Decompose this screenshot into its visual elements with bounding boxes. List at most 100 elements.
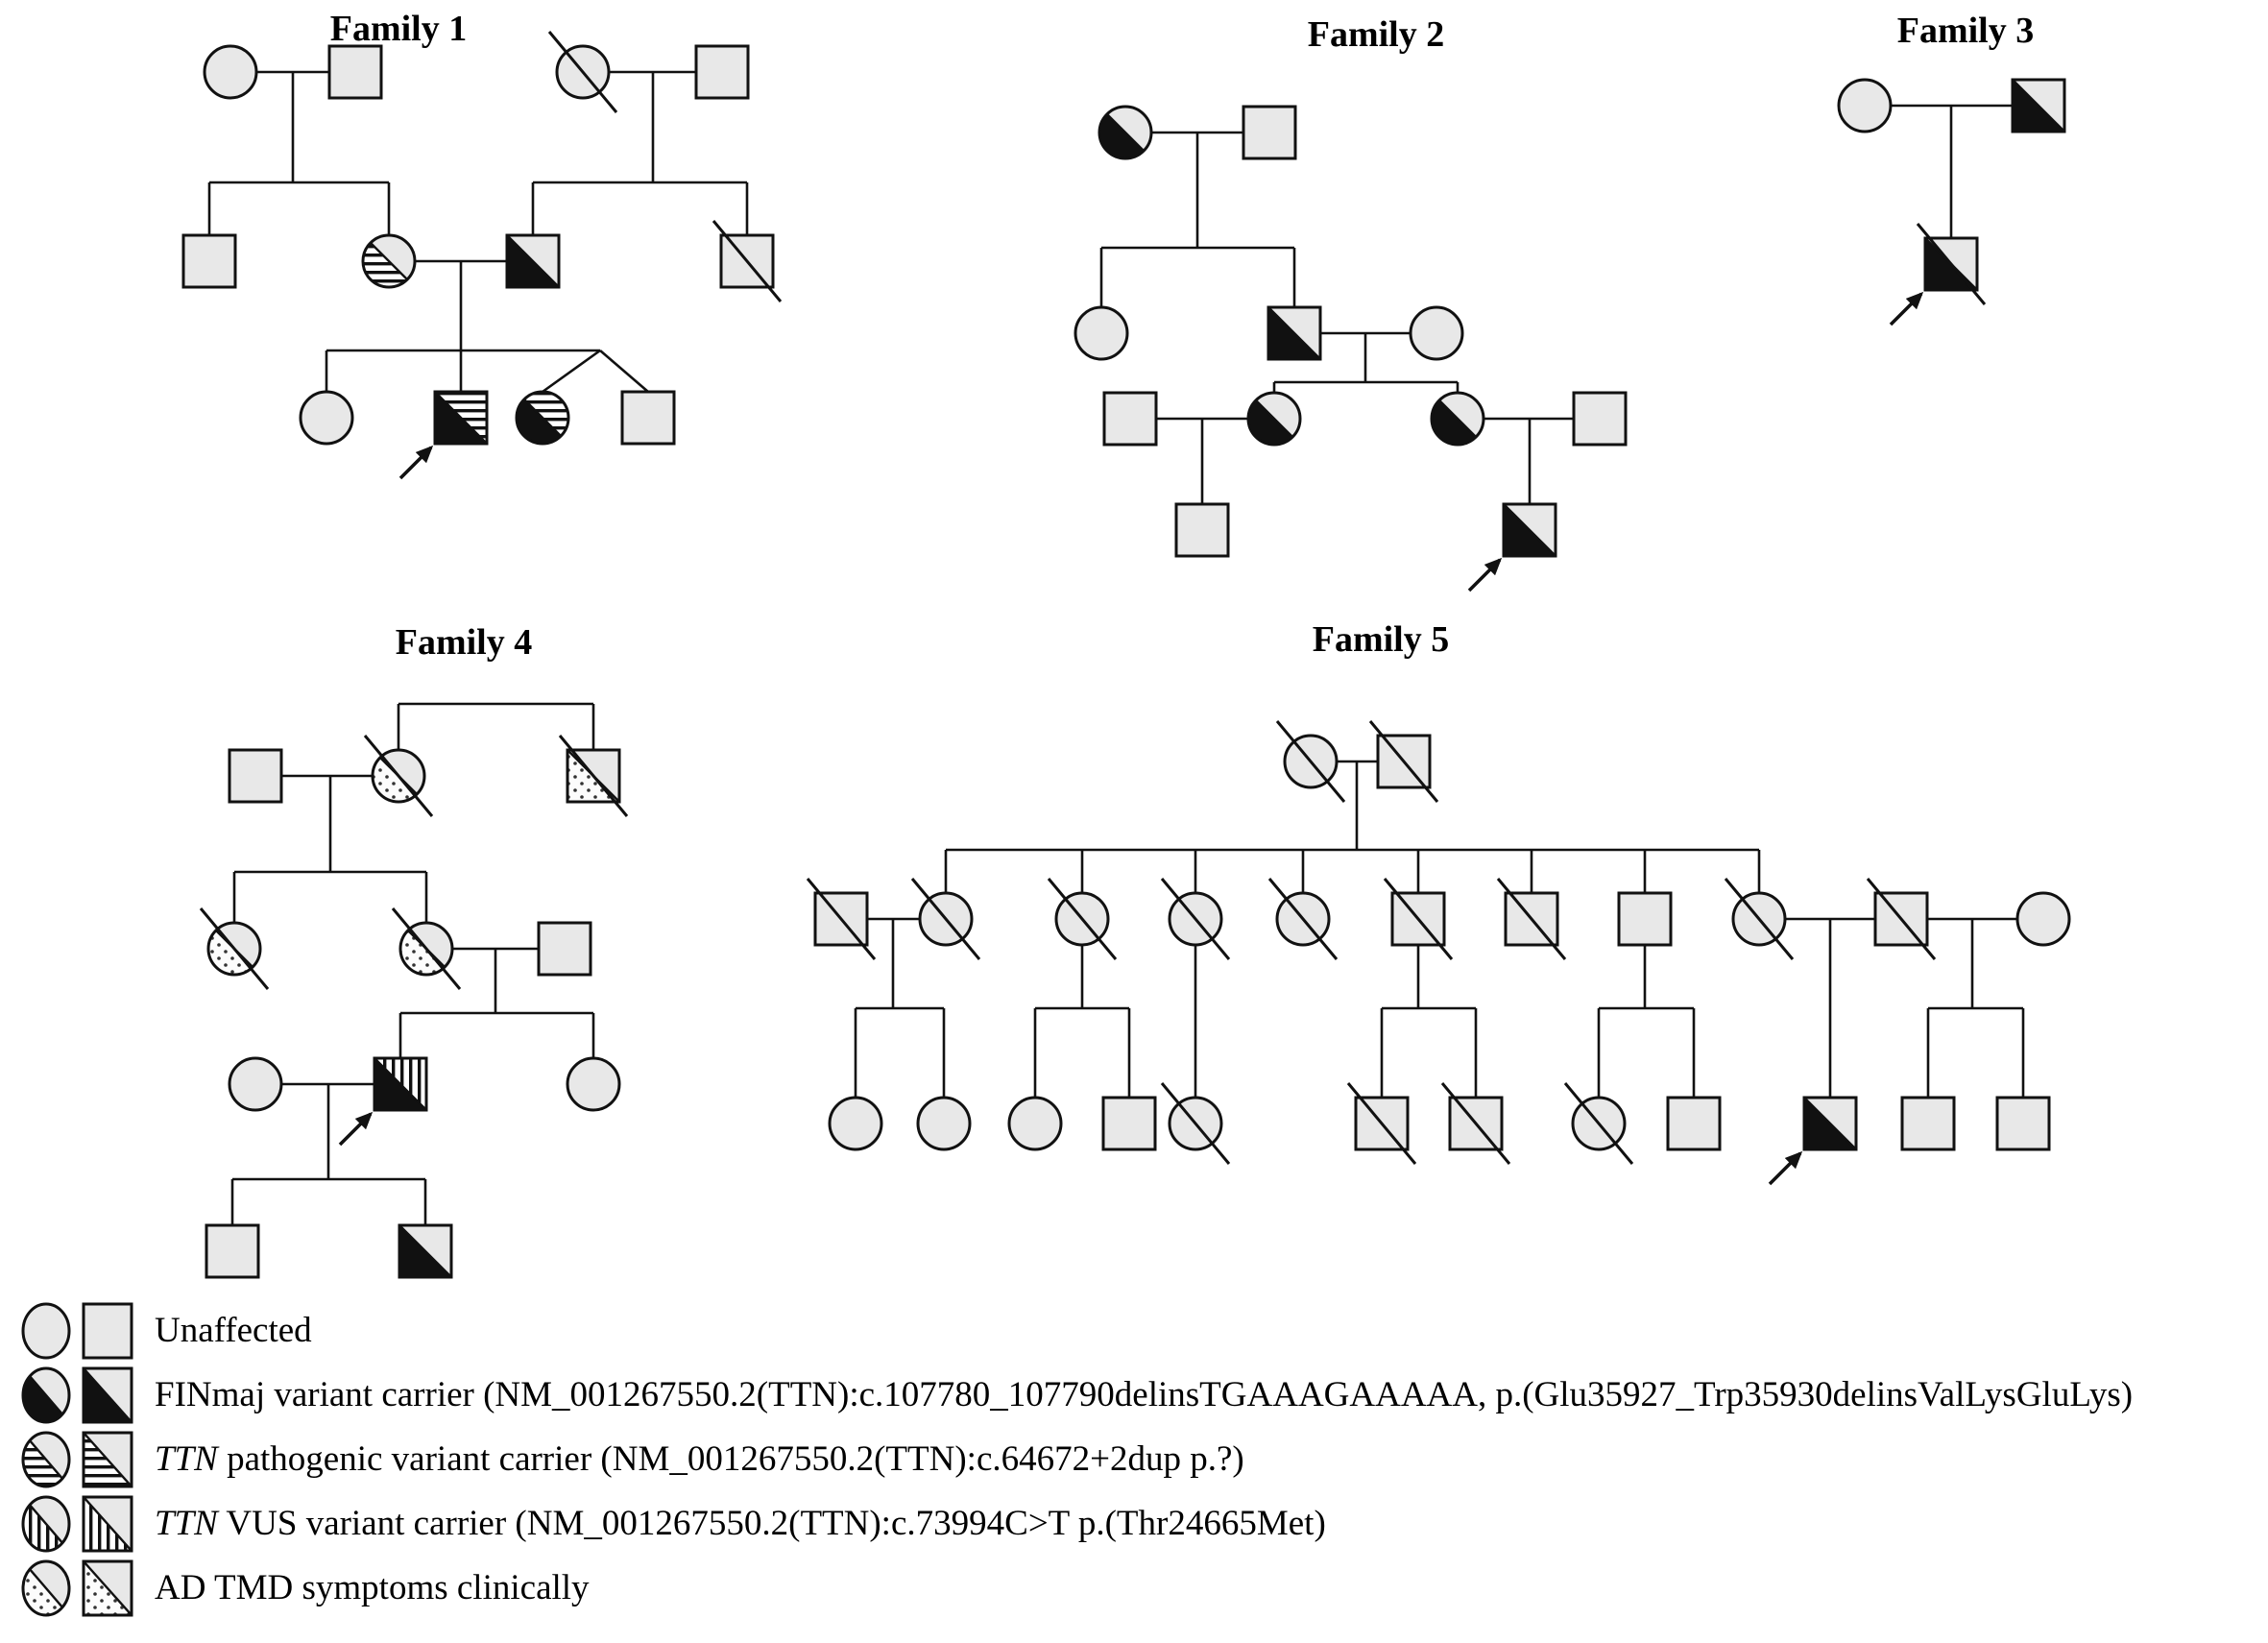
person-F5-II-8 (1617, 891, 1673, 947)
person-F4-III-3 (566, 1056, 621, 1112)
person-F2-I-2 (1242, 105, 1297, 160)
ttn-vus-symbols-icon (21, 1495, 133, 1552)
person-F5-II-5 (1267, 878, 1339, 960)
legend-label-unaffected: Unaffected (155, 1310, 312, 1351)
person-legend-M-finmaj (82, 1366, 133, 1423)
proband-arrow (338, 1111, 374, 1147)
unaffected-symbols-icon (21, 1302, 133, 1359)
status-divider-line (507, 235, 559, 287)
person-F5-II-1 (806, 878, 877, 960)
deceased-slash (1383, 878, 1454, 960)
deceased-slash (1496, 878, 1567, 960)
person-F2-III-1 (1102, 391, 1158, 447)
legend-label-finmaj-carrier: FINmaj variant carrier (NM_001267550.2(T… (155, 1374, 2133, 1415)
status-divider-line (84, 1560, 132, 1615)
person-F4-II-1 (199, 907, 270, 990)
person-F2-II-3 (1409, 305, 1464, 361)
deceased-slash (391, 907, 462, 990)
proband-arrow (1768, 1150, 1803, 1186)
person-F4-I-2 (363, 735, 434, 817)
deceased-slash (547, 31, 618, 113)
family-1-title: Family 1 (329, 9, 468, 49)
person-F5-III-1 (828, 1096, 883, 1151)
family-2-lines (1099, 131, 1600, 504)
deceased-slash (1724, 878, 1795, 960)
deceased-slash (1267, 878, 1339, 960)
person-F5-II-4 (1160, 878, 1231, 960)
finmaj-carrier-symbols-icon (21, 1366, 133, 1423)
person-F5-II-2 (910, 878, 981, 960)
person-F2-II-1 (1074, 305, 1129, 361)
deceased-slash (1368, 720, 1439, 803)
person-F5-III-2 (916, 1096, 972, 1151)
person-F5-II-7 (1496, 878, 1567, 960)
person-F4-III-2 (338, 1056, 428, 1147)
deceased-slash (1160, 1082, 1231, 1165)
person-F5-III-8 (1563, 1082, 1634, 1165)
family-1-lines (207, 70, 749, 394)
person-legend-M-ad-tmd (82, 1559, 133, 1616)
person-F5-III-12 (1995, 1096, 2051, 1151)
status-divider-line (399, 1225, 451, 1277)
person-F5-II-3 (1047, 878, 1118, 960)
status-divider-line (517, 392, 568, 444)
person-F5-III-10 (1768, 1096, 1858, 1186)
person-legend-F-finmaj (21, 1366, 71, 1423)
person-F1-I-2 (327, 44, 383, 100)
status-divider-line (374, 1058, 426, 1110)
status-divider-line (2013, 80, 2064, 132)
persons-layer (181, 31, 2071, 1279)
person-F2-IV-1 (1174, 502, 1230, 558)
person-F4-III-1 (228, 1056, 283, 1112)
person-F3-I-1 (1837, 78, 1893, 133)
person-F5-III-9 (1666, 1096, 1722, 1151)
person-F2-II-2 (1267, 305, 1322, 361)
deceased-slash (1160, 878, 1231, 960)
person-F2-I-1 (1098, 105, 1153, 160)
person-F1-II-1 (181, 233, 237, 289)
status-divider-line (84, 1367, 132, 1422)
deceased-slash (712, 220, 783, 302)
legend-label-ttn-vus-carrier: TTN VUS variant carrier (NM_001267550.2(… (155, 1503, 1326, 1544)
status-divider-line (1099, 107, 1151, 158)
person-F5-I-1 (1275, 720, 1346, 803)
person-legend-F-ttn-pathogenic (21, 1431, 71, 1487)
person-F5-III-6 (1346, 1082, 1417, 1165)
person-F1-II-2 (361, 233, 417, 289)
family-2-title: Family 2 (1307, 14, 1445, 55)
person-F4-IV-1 (205, 1223, 260, 1279)
legend-label-text: Unaffected (155, 1311, 312, 1350)
deceased-slash (1275, 720, 1346, 803)
person-F4-II-2 (391, 907, 462, 990)
person-F2-IV-2 (1467, 502, 1557, 592)
deceased-slash (558, 735, 629, 817)
status-divider-line (363, 235, 415, 287)
family-1-members (181, 31, 783, 480)
person-F5-III-5 (1160, 1082, 1231, 1165)
deceased-slash (1866, 878, 1937, 960)
family-2-members (1074, 105, 1628, 592)
person-F5-II-11 (2015, 891, 2071, 947)
person-F1-II-4 (712, 220, 783, 302)
proband-arrow (1889, 291, 1924, 326)
deceased-slash (1047, 878, 1118, 960)
family-5-lines (841, 760, 2043, 1098)
deceased-slash (1916, 223, 1987, 305)
person-F2-III-4 (1572, 391, 1628, 447)
person-F5-II-6 (1383, 878, 1454, 960)
person-F1-III-3 (515, 390, 570, 446)
person-F5-II-9 (1724, 878, 1795, 960)
person-F1-III-4 (620, 390, 676, 446)
person-F4-II-3 (537, 921, 592, 977)
legend-label-ad-tmd-symptoms: AD TMD symptoms clinically (155, 1567, 590, 1608)
ttn-pathogenic-symbols-icon (21, 1431, 133, 1487)
family-3-lines (1865, 104, 2039, 238)
legend-label-text: AD TMD symptoms clinically (155, 1568, 590, 1607)
person-F3-II-1 (1889, 223, 1987, 326)
status-divider-line (1804, 1098, 1856, 1149)
person-F2-III-3 (1430, 391, 1485, 447)
status-divider-line (1504, 504, 1556, 556)
family-5-members (806, 720, 2071, 1186)
pedigree-line (542, 349, 601, 394)
person-F5-III-11 (1900, 1096, 1956, 1151)
